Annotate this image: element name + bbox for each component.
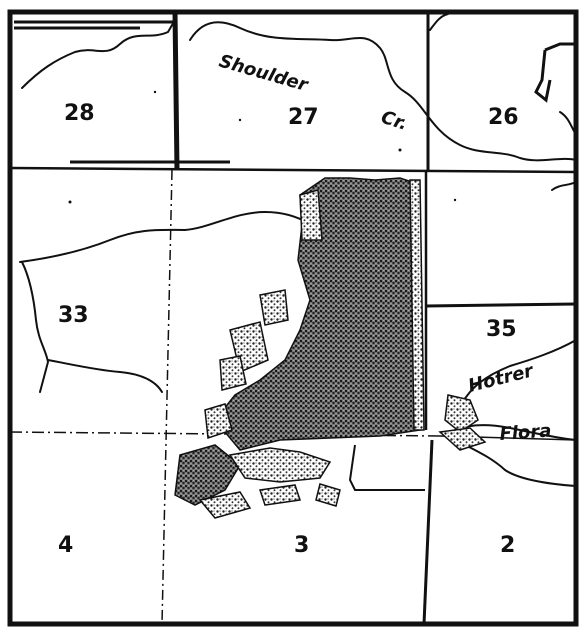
section-grid (9, 11, 577, 625)
stream-shoulder-creek (189, 21, 577, 162)
grid-line-v1-lower (161, 169, 173, 625)
shaded-area-west-patch-4 (204, 403, 233, 440)
section-label-35: 35 (486, 317, 517, 342)
speck (238, 118, 242, 122)
hotrer-wetland (444, 394, 479, 433)
parcel-line (348, 444, 425, 491)
stream-label-flora: Flora (499, 420, 552, 445)
section-label-33: 33 (58, 303, 89, 328)
grid-line-h1 (9, 166, 577, 174)
shaded-area-south-patch-4 (259, 484, 301, 506)
grid-line-h-35-top (425, 302, 577, 308)
structure-symbol (534, 42, 576, 103)
shaded-area-core (214, 177, 421, 451)
stream-top-left (21, 19, 176, 89)
speck (398, 148, 402, 152)
section-label-26: 26 (488, 105, 519, 130)
shaded-area-south-patch-5 (315, 483, 341, 507)
section-label-3: 3 (294, 533, 309, 558)
stream-left-horizontal (47, 359, 163, 393)
stream-top-right-branch (429, 13, 449, 31)
stream-flora (454, 424, 577, 441)
section-label-27: 27 (288, 105, 319, 130)
stream-label-shoulder: Shoulder (217, 51, 311, 97)
shaded-area-west-patch-3 (219, 355, 247, 391)
stream-lower-right (455, 439, 577, 487)
speck (68, 200, 72, 204)
shaded-area (174, 177, 487, 519)
stream-mid (19, 210, 311, 263)
stream-label-hotrer: Hotrer (466, 360, 536, 397)
speck (153, 90, 157, 94)
speck (453, 198, 457, 202)
specks (68, 90, 457, 204)
grid-line-v2-low (422, 439, 434, 625)
stream-label-cr: Cr. (378, 107, 410, 135)
map-border (7, 9, 579, 627)
stream-left-vertical (21, 261, 50, 393)
section-label-28: 28 (64, 101, 95, 126)
shaded-area-north-patch (299, 189, 323, 241)
shaded-area-west-patch-2 (259, 289, 289, 326)
shaded-area-south-patch-1 (174, 444, 241, 506)
shaded-area-south-patch-3 (198, 491, 252, 519)
section-labels: 28 27 26 33 35 4 3 2 (58, 101, 519, 558)
shaded-area-east-strip (409, 179, 425, 431)
stream-right-upper (559, 111, 577, 135)
grid-line-v1 (172, 11, 180, 171)
section-label-4: 4 (58, 533, 73, 558)
stream-right-upper-2 (551, 181, 577, 191)
shaded-area-south-patch-2 (228, 447, 332, 483)
flora-wetland (438, 427, 487, 451)
section-label-2: 2 (500, 533, 515, 558)
